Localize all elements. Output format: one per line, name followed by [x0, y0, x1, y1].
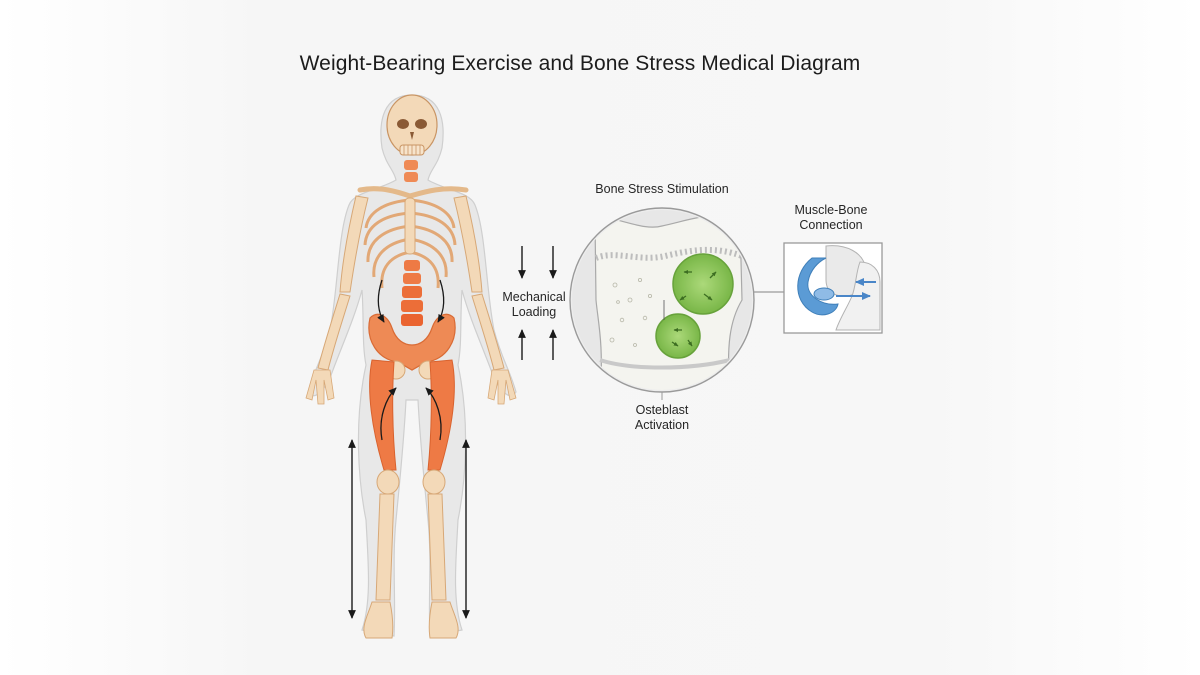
bone-stress-label: Bone Stress Stimulation — [595, 182, 729, 196]
mechanical-loading-label: Mechanical Loading — [494, 290, 574, 320]
diagram-title: Weight-Bearing Exercise and Bone Stress … — [299, 52, 861, 75]
osteoblast-label: Osteblast Activation — [612, 403, 712, 433]
skeleton-figure — [305, 94, 517, 639]
mechanical-loading-line2: Loading — [511, 305, 557, 319]
bone-cross-section — [569, 207, 755, 400]
muscle-bone-label: Muscle-Bone Connection — [776, 203, 886, 233]
muscle-bone-line2: Connection — [799, 218, 863, 232]
osteoblast-line2: Activation — [634, 418, 690, 432]
joint-closeup — [783, 242, 883, 334]
mechanical-loading-arrows — [518, 246, 557, 360]
muscle-bone-line1: Muscle-Bone — [794, 203, 868, 217]
mechanical-loading-line1: Mechanical — [502, 290, 566, 304]
osteoblast-line1: Osteblast — [635, 403, 689, 417]
